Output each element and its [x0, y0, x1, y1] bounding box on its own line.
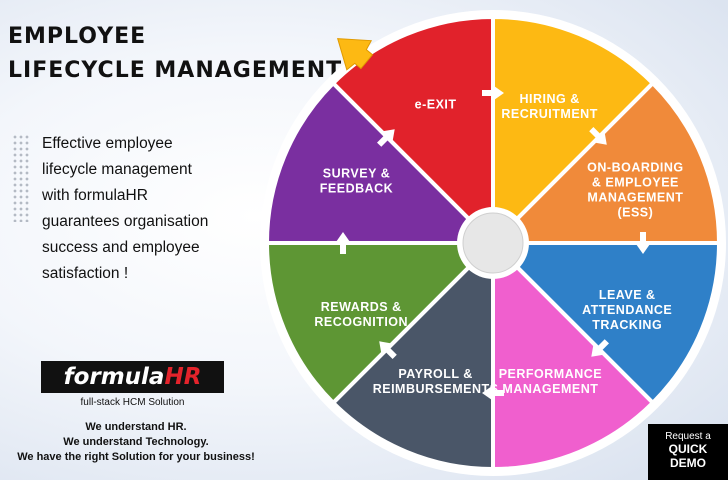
- slogans: We understand HR. We understand Technolo…: [4, 420, 268, 465]
- yellow-pointer-arrow-icon: [337, 38, 374, 71]
- segment-label-performance: PERFORMANCE: [499, 367, 602, 381]
- flow-arrows: [336, 86, 650, 400]
- segment-label-hiring: HIRING &: [519, 92, 579, 106]
- segment-label-leave: TRACKING: [592, 318, 662, 332]
- segment-label-onboarding: MANAGEMENT: [587, 190, 683, 204]
- dot-grid-decoration: [12, 134, 30, 222]
- arrow-icon: [379, 341, 397, 359]
- segment-label-onboarding: ON-BOARDING: [587, 160, 683, 174]
- cta-line-3: DEMO: [670, 456, 706, 470]
- segment-payroll: [331, 241, 495, 471]
- segment-label-rewards: RECOGNITION: [314, 315, 408, 329]
- segment-label-survey: FEEDBACK: [320, 181, 393, 195]
- segment-label-rewards: REWARDS &: [321, 300, 402, 314]
- segment-label-leave: LEAVE &: [599, 288, 656, 302]
- description-line: Effective employee: [42, 135, 173, 152]
- segment-label-onboarding: (ESS): [617, 205, 653, 219]
- arrow-icon: [636, 232, 650, 254]
- segment-exit: [331, 15, 495, 245]
- arrow-icon: [336, 232, 350, 254]
- description-line: satisfaction !: [42, 265, 129, 282]
- segment-labels: HIRING &RECRUITMENT ON-BOARDING& EMPLOYEE…: [314, 92, 683, 396]
- title-line-1: EMPLOYEE: [8, 24, 147, 49]
- arrow-icon: [591, 339, 609, 357]
- segment-label-payroll: REIMBURSEMENTS: [373, 382, 499, 396]
- cta-line-1: Request a: [665, 431, 711, 442]
- arrow-icon: [482, 86, 504, 100]
- request-quick-demo-button[interactable]: Request a QUICK DEMO: [648, 424, 728, 480]
- segment-onboarding: [491, 81, 721, 245]
- formulahr-logo: formulaHR: [41, 361, 224, 393]
- segment-survey: [265, 81, 495, 245]
- wheel-segments: [265, 15, 721, 471]
- segment-label-hiring: RECRUITMENT: [501, 107, 597, 121]
- slogan-line: We understand Technology.: [63, 436, 209, 448]
- segment-hiring: [491, 15, 655, 245]
- segment-performance: [491, 241, 655, 471]
- arrow-icon: [589, 127, 607, 145]
- arrow-icon: [377, 129, 395, 147]
- segment-leave: [491, 241, 721, 405]
- description: Effective employee lifecycle management …: [42, 131, 252, 287]
- description-line: with formulaHR: [42, 187, 148, 204]
- segment-label-payroll: PAYROLL &: [398, 367, 472, 381]
- wheel-hub: [462, 212, 524, 274]
- arrow-icon: [482, 386, 504, 400]
- logo-text-formula: formula: [63, 364, 165, 390]
- slogan-line: We have the right Solution for your busi…: [17, 451, 255, 463]
- title-line-2: LIFECYCLE MANAGEMENT: [8, 58, 343, 83]
- logo-text-hr: HR: [164, 364, 202, 390]
- description-line: lifecycle management: [42, 161, 192, 178]
- segment-label-exit: e-EXIT: [415, 97, 457, 111]
- segment-label-leave: ATTENDANCE: [582, 303, 672, 317]
- segment-rewards: [265, 241, 495, 405]
- cta-line-2: QUICK: [668, 442, 708, 456]
- description-line: success and employee: [42, 239, 200, 256]
- segment-label-survey: SURVEY &: [323, 166, 390, 180]
- segment-label-performance: MANAGEMENT: [502, 382, 598, 396]
- description-line: guarantees organisation: [42, 213, 209, 230]
- slogan-line: We understand HR.: [85, 421, 187, 433]
- segment-label-onboarding: & EMPLOYEE: [592, 175, 679, 189]
- page-title: EMPLOYEE LIFECYCLE MANAGEMENT: [8, 20, 342, 88]
- logo-tagline: full-stack HCM Solution: [80, 397, 185, 408]
